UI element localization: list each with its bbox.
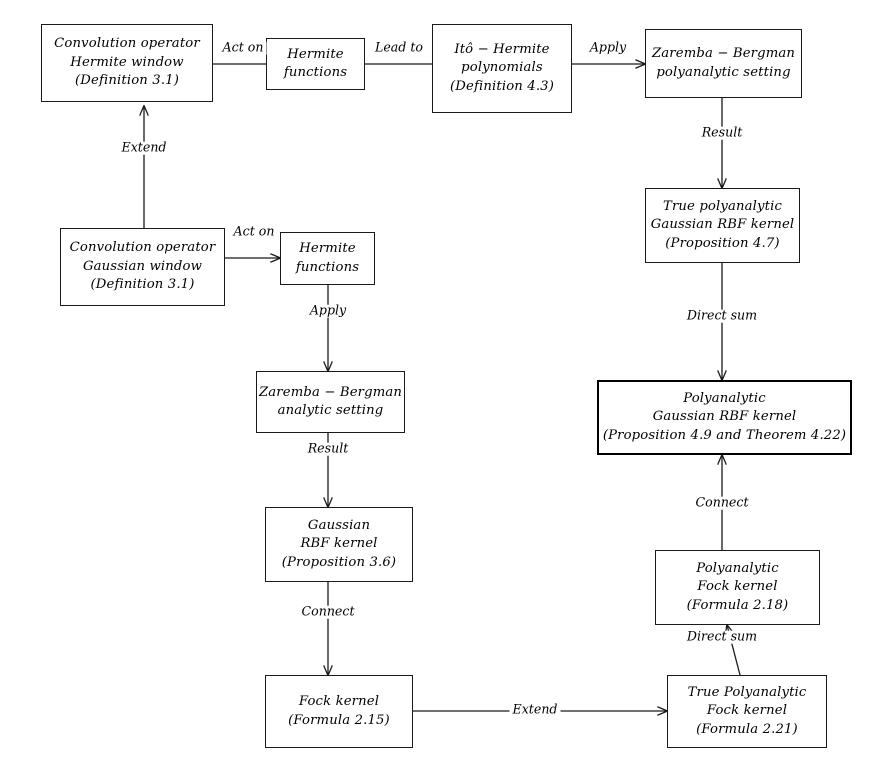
edge-label-e-result-right: Result <box>698 126 746 140</box>
node-zaremba-polyanalytic[interactable]: Zaremba − Bergman polyanalytic setting <box>645 29 802 98</box>
edge-label-e-connect-right: Connect <box>692 496 752 510</box>
node-hermite-functions-mid[interactable]: Hermite functions <box>280 232 375 285</box>
node-label-line: True Polyanalytic <box>687 684 807 700</box>
node-label-line: (Proposition 3.6) <box>281 554 397 570</box>
node-label-line: Fock kernel <box>706 703 788 719</box>
node-label-line: Polyanalytic <box>696 560 779 576</box>
node-label-line: (Definition 3.1) <box>75 73 179 89</box>
node-ito-hermite[interactable]: Itô − Hermite polynomials (Definition 4.3) <box>432 24 572 113</box>
node-label-line: RBF kernel <box>300 536 378 552</box>
node-label-line: Hermite window <box>70 54 184 70</box>
node-label-line: Convolution operator <box>69 240 216 256</box>
node-label-line: functions <box>283 65 348 80</box>
node-label-line: (Proposition 4.9 and Theorem 4.22) <box>602 427 847 443</box>
node-label-line: (Definition 3.1) <box>90 277 195 293</box>
edge-label-e-apply-top: Apply <box>586 41 630 55</box>
node-label-line: Convolution operator <box>54 36 200 52</box>
node-label-line: (Formula 2.18) <box>686 597 789 613</box>
node-zaremba-analytic[interactable]: Zaremba − Bergman analytic setting <box>256 371 405 433</box>
node-label-line: Polyanalytic <box>683 390 766 406</box>
node-fock-kernel[interactable]: Fock kernel (Formula 2.15) <box>265 675 413 748</box>
node-label-line: Itô − Hermite <box>454 41 550 57</box>
edge-label-e-act-on-top: Act on <box>219 41 267 55</box>
node-label-line: Gaussian RBF kernel <box>650 217 795 233</box>
edge-label-e-connect-mid: Connect <box>298 605 358 619</box>
node-label-line: polynomials <box>461 60 543 76</box>
node-label-line: Zaremba − Bergman <box>258 384 403 400</box>
node-label-line: functions <box>295 259 360 275</box>
node-label-line: Gaussian RBF kernel <box>652 409 797 425</box>
node-label-line: (Formula 2.15) <box>288 712 390 728</box>
node-label-line: polyanalytic setting <box>656 64 791 80</box>
node-label-line: Fock kernel <box>697 579 778 595</box>
edge-label-e-extend-bottom: Extend <box>509 703 561 717</box>
edge-label-e-act-on-mid: Act on <box>230 225 278 239</box>
edge-label-e-direct-sum-lower: Direct sum <box>683 630 761 644</box>
node-label-line: Zaremba − Bergman <box>651 46 796 62</box>
node-label-line: Fock kernel <box>298 694 380 710</box>
node-label-line: True polyanalytic <box>663 198 782 214</box>
edge-label-e-apply-mid: Apply <box>306 304 350 318</box>
node-label-line: (Proposition 4.7) <box>665 235 780 251</box>
edge-label-e-result-mid: Result <box>304 442 352 456</box>
node-label-line: Hermite <box>299 241 356 257</box>
edge-label-e-lead-to: Lead to <box>371 41 427 55</box>
node-label-line: analytic setting <box>277 403 384 418</box>
node-label-line: Hermite <box>287 46 344 62</box>
node-hermite-functions-top[interactable]: Hermite functions <box>266 38 365 90</box>
node-label-line: Gaussian window <box>82 258 203 274</box>
edge-label-e-extend-left: Extend <box>118 141 170 155</box>
node-label-line: Gaussian <box>307 517 371 533</box>
edge-label-e-direct-sum-upper: Direct sum <box>683 309 761 323</box>
node-label-line: (Formula 2.21) <box>696 721 798 737</box>
node-label-line: (Definition 4.3) <box>450 78 554 94</box>
